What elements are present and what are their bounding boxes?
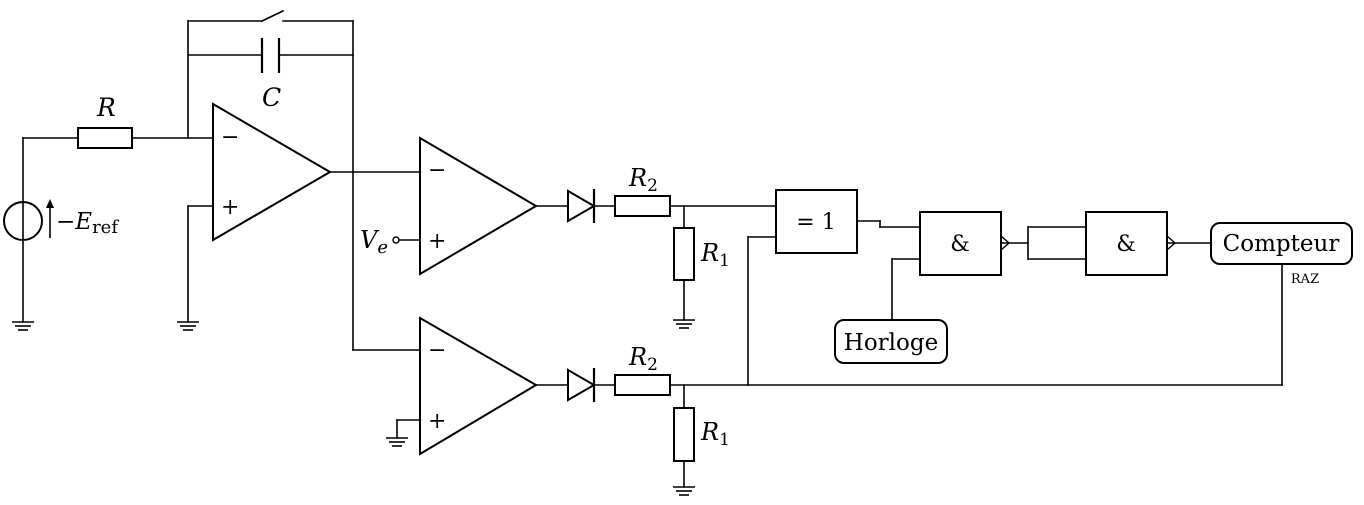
voltage-source: [3, 199, 54, 241]
ground-opamp1: [177, 321, 199, 331]
switch: [260, 9, 285, 23]
resistor-r: [77, 127, 133, 149]
ground-r1-top: [673, 319, 695, 329]
diode-top: [567, 189, 597, 223]
raz-label: RAZ: [1291, 272, 1319, 287]
resistor-r2-bottom: [614, 374, 671, 396]
diode-bottom: [567, 368, 597, 402]
clock-marker-1: [1000, 235, 1011, 251]
opamp1-minus: −: [221, 125, 239, 150]
xor-gate: [775, 189, 858, 254]
opamp-integrator: [212, 102, 332, 242]
label-r2-top: R2: [628, 164, 658, 196]
opamp1-plus: +: [221, 195, 239, 220]
horloge-label: Horloge: [844, 330, 938, 356]
opamp2-minus: −: [428, 158, 446, 183]
ground-opamp3: [386, 437, 408, 447]
and-label-2: &: [1116, 232, 1136, 257]
and-gate-1: [919, 211, 1002, 276]
clock-marker-2: [1166, 235, 1177, 251]
ground-source: [12, 321, 34, 331]
ve-terminal: [392, 236, 400, 244]
opamp3-plus: +: [428, 409, 446, 434]
and-label-1: &: [950, 232, 970, 257]
wires: [22, 20, 1283, 488]
label-ve: Ve: [360, 226, 388, 258]
capacitor-c: [260, 38, 281, 73]
label-c: C: [262, 83, 281, 112]
label-r1-bottom: R1: [700, 418, 730, 450]
opamp-comparator-top: [419, 136, 538, 276]
resistor-r1-top: [673, 227, 695, 281]
and-gate-2: [1085, 211, 1168, 276]
horloge-block: [834, 319, 948, 364]
compteur-label: Compteur: [1223, 231, 1340, 257]
resistor-r2-top: [614, 195, 671, 217]
label-r: R: [96, 93, 116, 122]
resistor-r1-bottom: [673, 407, 695, 462]
opamp3-minus: −: [428, 338, 446, 363]
opamp-comparator-bottom: [419, 316, 538, 456]
opamp2-plus: +: [428, 229, 446, 254]
ground-r1-bottom: [673, 486, 695, 496]
xor-label: = 1: [796, 210, 835, 235]
label-r1-top: R1: [700, 239, 730, 271]
label-r2-bottom: R2: [628, 343, 658, 375]
label-e-ref: −Eref: [56, 209, 119, 238]
compteur-block: [1210, 222, 1353, 265]
